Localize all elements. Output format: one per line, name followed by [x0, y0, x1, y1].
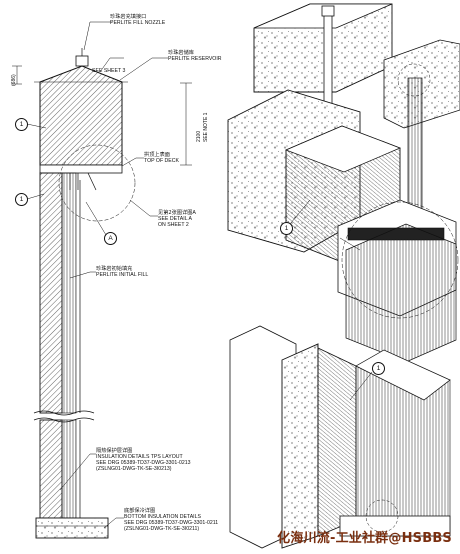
item-bubble-4: 1: [372, 362, 385, 375]
detail-bubble-a: A: [104, 232, 117, 245]
item-bubble-1: 1: [15, 118, 28, 131]
tank-base: [35, 517, 109, 539]
iso-bottom-wall: [281, 343, 319, 549]
deck-label-en: TOP OF DECK: [144, 158, 179, 164]
fill-nozzle: [75, 55, 89, 67]
section-view: [12, 21, 192, 539]
fill-label-cn: 珍珠岩初始填充: [96, 266, 133, 272]
bottom-label-en2: SEE DRG 05389-TD37-DWG-3301-0211: [124, 520, 219, 526]
deck-label-cn: 拱顶上表面: [144, 152, 170, 158]
nozzle-label-cn: 珍珠岩充填接口: [110, 14, 147, 20]
reservoir-label-cn: 珍珠岩储库: [168, 50, 194, 56]
detail-a-circle: [58, 144, 136, 222]
see-note-1: SEE NOTE 1: [203, 112, 209, 142]
dim-height: 2100: [196, 130, 202, 142]
insulation-label-en1: INSULATION DETAILS TPS LAYOUT: [96, 454, 183, 460]
insulation-label-cn: 隔热保护层详图: [96, 448, 133, 454]
nozzle-label-en: PERLITE FILL NOZZLE: [110, 20, 166, 26]
isometric-roof-detail: [227, 3, 460, 363]
detail-a-label-cn: 见第2张图详图A: [158, 210, 196, 216]
dim-top: (686): [11, 74, 17, 86]
perlite-annulus-upper: [39, 172, 63, 414]
bottom-label-en3: (ZSLNG01-DWG-TK-SE-3I0211): [124, 526, 200, 532]
detail-a-label-en2: ON SHEET 2: [158, 222, 189, 228]
insulation-label-en2: SEE DRG 05389-TD37-DWG-3301-0213: [96, 460, 191, 466]
fill-label-en: PERLITE INITIAL FILL: [96, 272, 149, 278]
watermark: 化海川流-工业社群@HSBBS: [277, 531, 452, 546]
item-bubble-2: 1: [15, 193, 28, 206]
perlite-reservoir: [39, 65, 123, 166]
item-bubble-3: 1: [280, 222, 293, 235]
insulation-label-en3: (ZSLNG01-DWG-TK-SE-3I0213): [96, 466, 172, 472]
see-sheet-3: SEE SHEET 3: [92, 68, 126, 74]
detail-a-label-en1: SEE DETAIL A: [158, 216, 193, 222]
isometric-bottom-detail: [229, 325, 451, 549]
reservoir-label-en: PERLITE RESERVOIR: [168, 56, 222, 62]
bottom-label-cn: 底部保冷详图: [124, 508, 156, 514]
perlite-annulus-lower: [39, 419, 63, 519]
bottom-label-en1: BOTTOM INSULATION DETAILS: [124, 514, 201, 520]
